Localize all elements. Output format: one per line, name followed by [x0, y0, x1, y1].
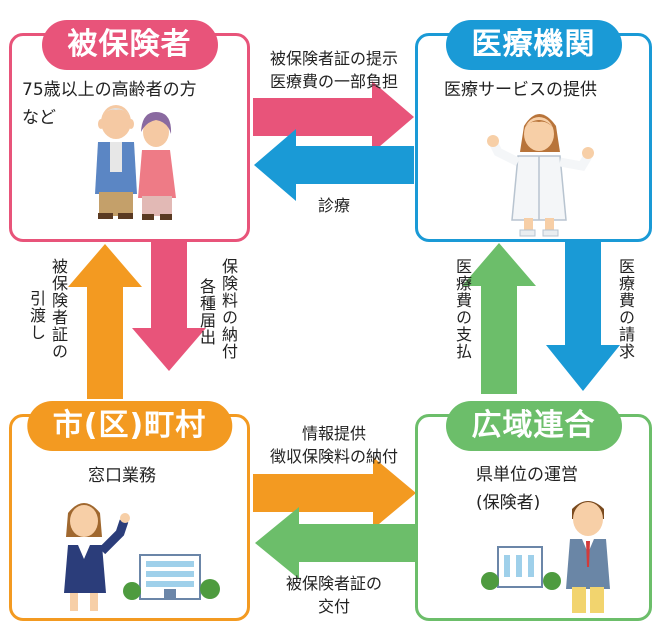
flow-regional-to-municipality-label-line1: 被保険者証の [285, 574, 382, 593]
flow-municipality-to-regional-label-line1: 情報提供 [301, 424, 366, 443]
flow-insured-to-medical-label-line1: 被保険者証の提示 [269, 49, 398, 68]
node-insured: 被保険者 75歳以上の高齢者の方 など [9, 20, 250, 242]
flow-municipality-to-insured-label-line2: 引渡し [27, 290, 46, 341]
doctor-illustration [487, 114, 594, 237]
node-insured-description-line2: など [22, 108, 56, 128]
flow-municipality-to-regional-label-line2: 徴収保険料の納付 [269, 447, 398, 466]
node-insured-title: 被保険者 [41, 20, 218, 70]
node-regional-description-line1: 県単位の運営 [476, 465, 578, 485]
node-regional-title: 広域連合 [445, 401, 622, 451]
flow-insured-to-municipality-label-line2: 各種届出 [197, 278, 216, 346]
node-regional-description-line2: (保険者) [476, 493, 541, 513]
arrow-medical-to-regional [546, 242, 620, 391]
node-municipality-description: 窓口業務 [88, 466, 156, 486]
node-medical: 医療機関 医療サービスの提供 [415, 20, 652, 242]
elderly-couple-illustration [95, 105, 176, 220]
flow-municipality-to-insured-label-line1: 被保険者証の [49, 258, 68, 360]
officer-and-office-illustration [481, 501, 610, 613]
node-insured-description-line1: 75歳以上の高齢者の方 [22, 80, 197, 100]
node-medical-description: 医療サービスの提供 [444, 80, 597, 100]
flow-regional-to-medical-label: 医療費の支払 [453, 258, 472, 360]
arrow-regional-to-municipality [255, 507, 416, 579]
arrow-municipality-to-insured [68, 244, 142, 399]
flow-insured-to-municipality-label-line1: 保険料の納付 [219, 258, 238, 360]
arrow-insured-to-municipality [132, 242, 206, 371]
flow-regional-to-municipality-label-line2: 交付 [317, 597, 350, 616]
flow-medical-to-regional-label: 医療費の請求 [616, 258, 635, 360]
node-medical-title: 医療機関 [445, 20, 622, 70]
arrow-regional-to-medical [462, 243, 536, 394]
flow-medical-to-insured-label: 診療 [317, 196, 350, 215]
node-municipality-title: 市(区)町村 [26, 401, 233, 451]
clerk-and-office-illustration [64, 503, 220, 611]
node-municipality: 市(区)町村 窓口業務 [9, 401, 250, 621]
flow-insured-to-medical-label-line2: 医療費の一部負担 [269, 72, 398, 91]
arrow-municipality-to-regional [253, 457, 416, 529]
arrow-medical-to-insured [254, 129, 414, 201]
node-regional: 広域連合 県単位の運営 (保険者) [415, 401, 652, 621]
